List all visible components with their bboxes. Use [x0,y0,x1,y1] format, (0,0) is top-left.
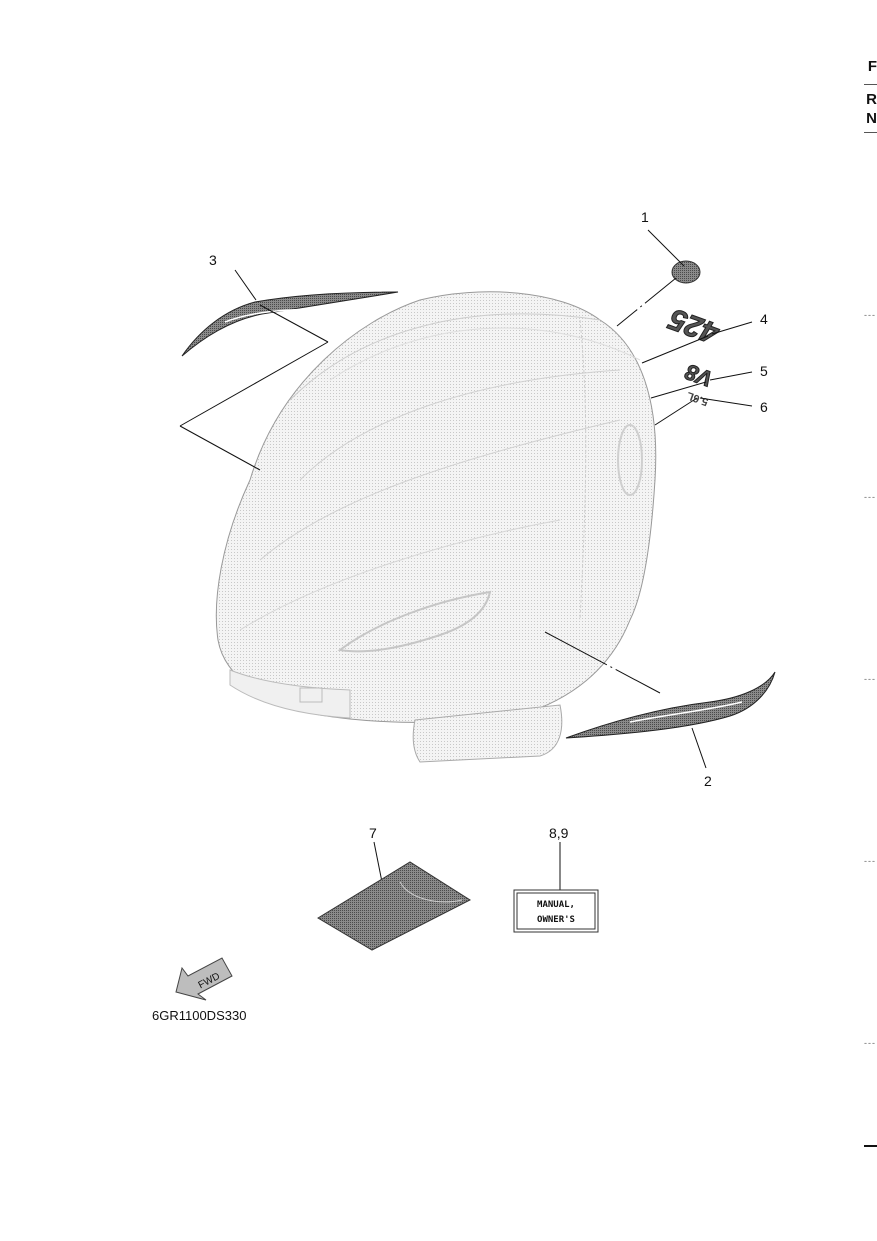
fwd-arrow-icon: FWD [175,957,233,1001]
callout-3: 3 [209,252,217,268]
envelope-part-7 [317,861,472,951]
callout-2: 2 [704,773,712,789]
edge-dash: --- [864,674,876,684]
edge-mark-n: N [866,110,877,127]
decal-part-4: 425 [664,301,724,350]
edge-dash: --- [864,310,876,320]
edge-mark-f: F [867,58,877,75]
decal-part-5: V8 [681,359,716,392]
callout-4: 4 [760,311,768,327]
graphic-stripe-part-2 [565,671,776,739]
leader-lines [179,229,753,890]
callout-8-9: 8,9 [549,825,569,841]
edge-mark-r: R [866,91,877,108]
edge-dash: --- [864,856,876,866]
manual-label-line-2: OWNER'S [537,915,575,925]
owners-manual-label: MANUAL, OWNER'S [513,889,599,933]
edge-rule [864,1145,877,1147]
edge-dash: --- [864,492,876,502]
drawing-code: 6GR1100DS330 [152,1008,246,1023]
callout-5: 5 [760,363,768,379]
edge-rule [864,132,877,133]
callout-7: 7 [369,825,377,841]
callout-1: 1 [641,209,649,225]
top-cowling [215,291,657,763]
edge-rule [864,84,877,85]
manual-label-line-1: MANUAL, [537,900,575,910]
callout-6: 6 [760,399,768,415]
edge-dash: --- [864,1038,876,1048]
emblem-part-1 [671,260,701,284]
